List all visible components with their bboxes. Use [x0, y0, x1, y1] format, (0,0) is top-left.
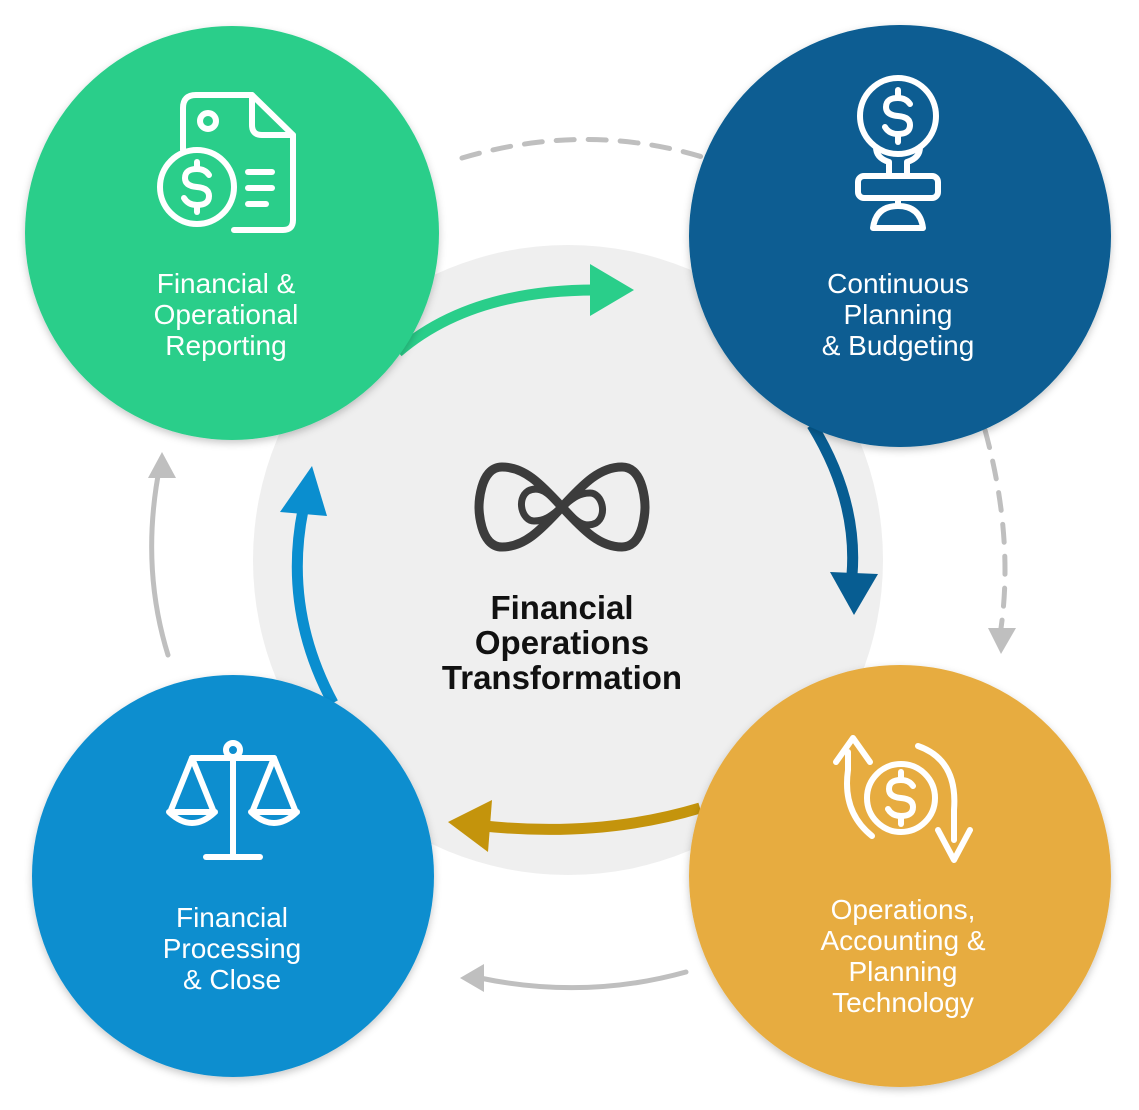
node-circle-planning	[689, 25, 1111, 447]
node-label-reporting: Financial & Operational Reporting	[106, 268, 346, 361]
arrow-blue	[291, 508, 338, 706]
node-label-line: Processing	[162, 933, 302, 964]
center-title: Financial Operations Transformation	[392, 590, 732, 695]
outer-arrowhead-left	[148, 452, 176, 478]
center-circle	[253, 245, 883, 875]
scales-icon	[166, 740, 300, 860]
node-label-line: Planning	[843, 299, 953, 330]
arrowhead-blue	[280, 466, 327, 516]
dollar-cycle-arrows-icon	[833, 735, 973, 863]
arrow-navy	[807, 422, 859, 576]
outer-gray-arrowheads	[148, 452, 1016, 992]
center-title-line: Financial	[490, 589, 634, 626]
node-label-line: & Budgeting	[821, 330, 975, 361]
invoice-dollar-icon	[157, 92, 296, 233]
outer-arrow-left	[149, 462, 171, 658]
node-label-line: Financial	[175, 902, 289, 933]
arrow-green	[394, 284, 596, 357]
outer-arrowhead-right	[988, 628, 1016, 654]
node-label-line: Financial &	[156, 268, 296, 299]
dollar-bulb-desk-icon	[855, 75, 941, 231]
infinity-icon	[474, 462, 650, 552]
node-label-line: & Close	[182, 964, 282, 995]
node-label-processing: Financial Processing & Close	[112, 902, 352, 995]
node-circle-technology	[689, 665, 1111, 1087]
outer-arrow-top	[459, 137, 715, 163]
center-title-line: Operations	[474, 624, 650, 661]
node-label-line: Technology	[832, 987, 974, 1018]
node-label-line: Planning	[848, 956, 958, 987]
arrowhead-green	[590, 264, 634, 316]
outer-gray-arrows	[149, 137, 1008, 991]
node-label-line: Continuous	[827, 268, 969, 299]
outer-arrow-right	[982, 427, 1008, 638]
node-circle-processing	[32, 675, 434, 1077]
inner-arrowheads	[280, 264, 878, 852]
center-title-line: Transformation	[441, 659, 683, 696]
node-label-planning: Continuous Planning & Budgeting	[778, 268, 1018, 361]
node-label-technology: Operations, Accounting & Planning Techno…	[768, 894, 1038, 1018]
inner-arrows	[291, 284, 859, 835]
node-label-line: Operations,	[830, 894, 976, 925]
arrowhead-gold	[448, 800, 492, 852]
node-circle-reporting	[25, 26, 439, 440]
arrowhead-navy	[830, 572, 878, 615]
node-label-line: Operational	[153, 299, 299, 330]
node-label-line: Accounting &	[820, 925, 986, 956]
outer-arrow-bottom	[477, 969, 689, 991]
node-label-line: Reporting	[165, 330, 287, 361]
outer-arrowhead-bottom	[460, 964, 484, 992]
node-circles	[25, 25, 1111, 1087]
arrow-gold	[483, 802, 702, 835]
